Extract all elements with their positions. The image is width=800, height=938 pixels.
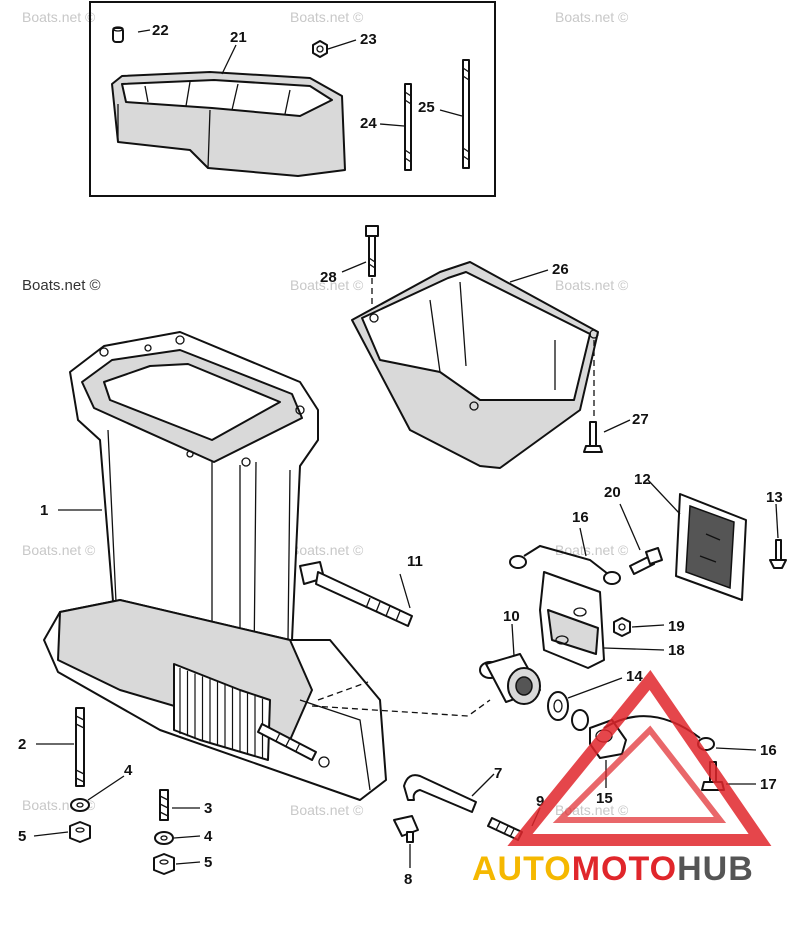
- label-28: 28: [320, 269, 337, 286]
- label-16-bottom: 16: [760, 742, 777, 759]
- part-21-housing: [111, 71, 346, 177]
- part-24-stud: [404, 83, 412, 171]
- label-18: 18: [668, 642, 685, 659]
- label-12: 12: [634, 471, 651, 488]
- label-16-top: 16: [572, 509, 589, 526]
- watermarks: Boats.net © Boats.net © Boats.net © Boat…: [22, 9, 629, 818]
- part-19-nut: [613, 617, 631, 637]
- label-5-right: 5: [204, 854, 212, 871]
- part-4-washer: [154, 831, 174, 845]
- label-27: 27: [632, 411, 649, 428]
- logo-text-moto: MOTO: [572, 850, 677, 888]
- part-25-stud: [462, 59, 470, 169]
- part-2-stud: [75, 707, 85, 787]
- label-4-left: 4: [124, 762, 133, 779]
- part-5-nut: [69, 821, 91, 843]
- part-12-plate: [675, 493, 747, 601]
- part-14b-washer: [571, 709, 589, 731]
- part-13-screw: [769, 539, 787, 569]
- svg-text:AUTOMOTOHUB: AUTOMOTOHUB: [472, 850, 754, 888]
- watermark: Boats.net ©: [555, 542, 629, 558]
- water-intake-grille: [173, 663, 271, 761]
- label-19: 19: [668, 618, 685, 635]
- label-13: 13: [766, 489, 783, 506]
- watermark: Boats.net ©: [290, 277, 364, 293]
- label-7: 7: [494, 765, 502, 782]
- housing-stud: [257, 723, 317, 761]
- label-17: 17: [760, 776, 777, 793]
- label-20: 20: [604, 484, 621, 501]
- label-26: 26: [552, 261, 569, 278]
- part-10-mount: [479, 653, 541, 705]
- label-22: 22: [152, 22, 169, 39]
- label-23: 23: [360, 31, 377, 48]
- part-18-bracket: [539, 571, 605, 669]
- watermark-label: Boats.net ©: [22, 277, 101, 294]
- part-20-screw: [629, 547, 663, 575]
- logo-text-hub: HUB: [677, 850, 754, 888]
- watermark: Boats.net ©: [22, 542, 96, 558]
- part-3-stud: [159, 789, 169, 821]
- watermark: Boats.net ©: [290, 542, 364, 558]
- part-4-washer: [70, 798, 90, 812]
- part-5-nut: [153, 853, 175, 875]
- label-2: 2: [18, 736, 26, 753]
- label-9: 9: [536, 793, 544, 810]
- label-11: 11: [407, 553, 423, 570]
- label-14: 14: [626, 668, 643, 685]
- watermark: Boats.net ©: [555, 277, 629, 293]
- label-3: 3: [204, 800, 212, 817]
- automotohub-logo: AUTOMOTOHUB: [472, 669, 772, 888]
- watermark: Boats.net ©: [22, 9, 96, 25]
- part-16-strap: [509, 544, 621, 585]
- logo-triangle-inner: [552, 725, 727, 823]
- part-26-cover: [351, 261, 599, 469]
- watermark: Boats.net ©: [290, 802, 364, 818]
- label-25: 25: [418, 99, 435, 116]
- part-7-hose: [403, 774, 477, 813]
- label-15: 15: [596, 790, 613, 807]
- part-8-fitting: [393, 815, 419, 843]
- part-23-nut: [312, 40, 328, 58]
- watermark: Boats.net ©: [555, 9, 629, 25]
- logo-text-auto: AUTO: [472, 850, 572, 888]
- part-27-bolt: [583, 421, 603, 453]
- inset-box: [89, 1, 496, 197]
- label-10: 10: [503, 608, 520, 625]
- logo-triangle: [507, 669, 772, 846]
- label-1: 1: [40, 502, 48, 519]
- label-5-left: 5: [18, 828, 26, 845]
- labels: 22 21 23 24 25 28 26 27 1 11 12 13 20 16…: [18, 22, 783, 888]
- part-22-plug: [112, 26, 124, 43]
- part-14-washer: [547, 691, 569, 721]
- part-1-driveshaft-housing: [69, 331, 319, 689]
- watermark: Boats.net ©: [290, 9, 364, 25]
- part-28-bolt: [365, 225, 379, 277]
- label-4-right: 4: [204, 828, 213, 845]
- label-24: 24: [360, 115, 377, 132]
- housing-hole: [318, 756, 330, 768]
- label-21: 21: [230, 29, 247, 46]
- label-8: 8: [404, 871, 412, 888]
- dash-line: [311, 681, 491, 717]
- part-11-bolt: [299, 561, 413, 627]
